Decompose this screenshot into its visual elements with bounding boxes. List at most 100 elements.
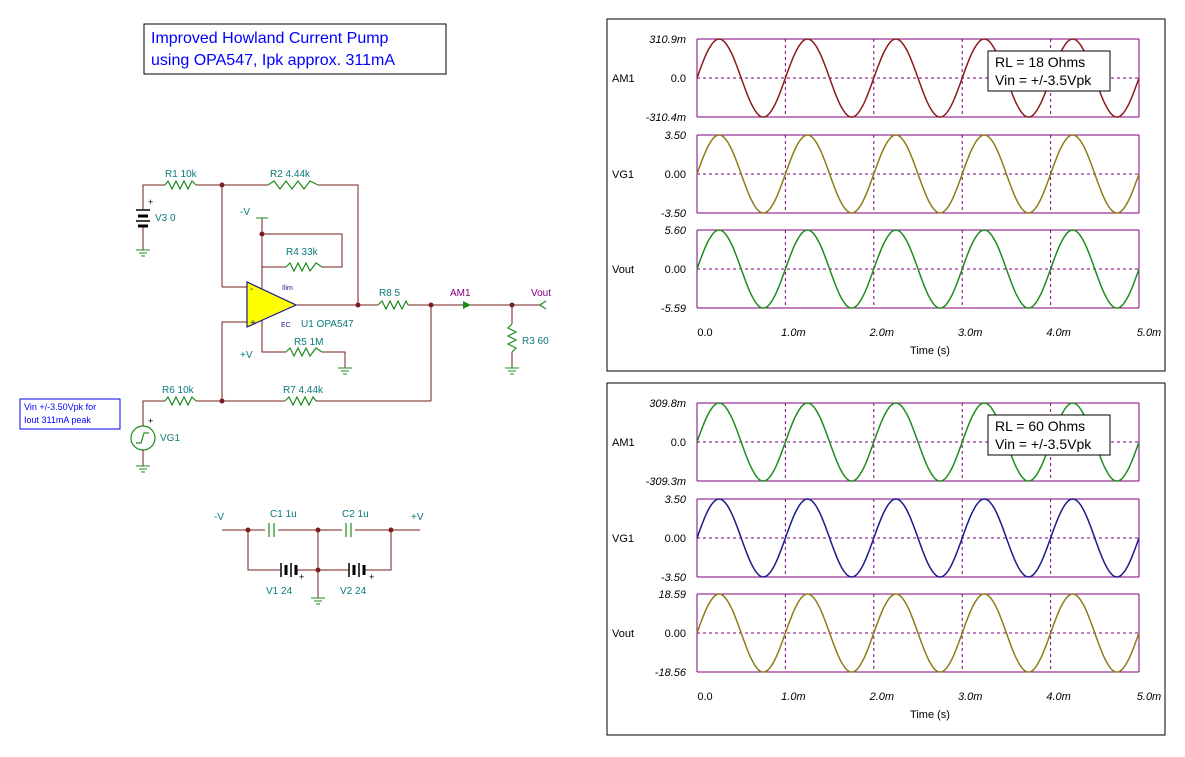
- vg1-plus: +: [148, 416, 153, 426]
- label-r1: R1 10k: [165, 169, 198, 180]
- resistor-r1: [164, 179, 197, 191]
- x-tick-label: 2.0m: [869, 691, 894, 703]
- series-name: VG1: [612, 533, 634, 545]
- v2-plus: +: [369, 572, 374, 582]
- legend-line-1: RL = 60 Ohms: [995, 418, 1085, 434]
- opamp-u1-icon: [246, 281, 298, 328]
- legend-line-2: Vin = +/-3.5Vpk: [995, 72, 1092, 88]
- label-c2: C2 1u: [342, 509, 369, 520]
- legend-line-2: Vin = +/-3.5Vpk: [995, 436, 1092, 452]
- label-pos-v-supply: +V: [411, 512, 424, 523]
- series-line-vout: [696, 229, 1140, 309]
- y-tick-mid: 0.00: [665, 533, 686, 545]
- series-name: VG1: [612, 169, 634, 181]
- x-tick-label: 5.0m: [1137, 327, 1161, 339]
- y-tick-min: -18.56: [655, 667, 687, 679]
- battery-v3-icon: [136, 207, 150, 228]
- legend-box: [987, 50, 1111, 92]
- label-vg1: VG1: [160, 433, 180, 444]
- ec-label: EC: [281, 322, 291, 329]
- x-axis-label: Time (s): [910, 345, 950, 357]
- label-v2: V2 24: [340, 586, 367, 597]
- y-tick-min: -309.3m: [646, 476, 686, 488]
- y-tick-max: 309.8m: [649, 398, 686, 410]
- label-r4: R4 33k: [286, 247, 319, 258]
- x-tick-label: 4.0m: [1046, 327, 1070, 339]
- label-vout: Vout: [531, 288, 551, 299]
- x-tick-label: 0.0: [697, 327, 712, 339]
- label-c1: C1 1u: [270, 509, 297, 520]
- resistor-r5: [285, 346, 323, 358]
- label-neg-v-supply: -V: [214, 512, 224, 523]
- title-line-2: using OPA547, Ipk approx. 311mA: [151, 52, 395, 69]
- x-axis-label: Time (s): [910, 709, 950, 721]
- x-tick-label: 5.0m: [1137, 691, 1161, 703]
- ground-icons: [136, 217, 519, 605]
- label-r8: R8 5: [379, 288, 401, 299]
- x-tick-label: 2.0m: [869, 327, 894, 339]
- label-r2: R2 4.44k: [270, 169, 311, 180]
- vout-terminal-icon: [539, 300, 547, 310]
- resistor-r3: [506, 323, 518, 353]
- label-am1: AM1: [450, 288, 471, 299]
- v1-plus: +: [299, 572, 304, 582]
- supply-batteries: [280, 563, 366, 577]
- label-v3: V3 0: [155, 213, 176, 224]
- y-tick-mid: 0.00: [665, 169, 686, 181]
- wires: [142, 184, 540, 598]
- x-tick-label: 1.0m: [781, 327, 805, 339]
- y-tick-mid: 0.0: [671, 437, 686, 449]
- series-line-vg1: [696, 498, 1140, 578]
- note-box: [19, 398, 121, 430]
- y-tick-max: 5.60: [665, 225, 687, 237]
- series-name: AM1: [612, 437, 635, 449]
- ilim-label: Ilim: [282, 285, 293, 292]
- label-r3: R3 60: [522, 336, 549, 347]
- label-v1: V1 24: [266, 586, 293, 597]
- resistor-r8: [377, 299, 409, 311]
- note-line-2: Iout 311mA peak: [24, 415, 91, 425]
- label-pos-v-bottom: +V: [240, 350, 253, 361]
- y-tick-mid: 0.00: [665, 264, 686, 276]
- junction-dots: [219, 182, 515, 573]
- y-tick-min: -310.4m: [646, 112, 686, 124]
- resistor-r2: [267, 180, 319, 190]
- series-line-vg1: [696, 134, 1140, 214]
- y-tick-min: -3.50: [661, 572, 687, 584]
- label-neg-v-top: -V: [240, 207, 250, 218]
- x-tick-label: 3.0m: [958, 327, 982, 339]
- title-box: [143, 23, 447, 75]
- y-tick-mid: 0.00: [665, 628, 686, 640]
- y-tick-max: 3.50: [665, 494, 687, 506]
- opamp-minus-sign: -: [250, 284, 253, 295]
- v3-plus: +: [148, 197, 153, 207]
- series-line-vout: [696, 593, 1140, 673]
- ammeter-arrow-icon: [463, 301, 471, 309]
- opamp-plus-sign: +: [250, 318, 256, 329]
- series-name: Vout: [612, 628, 634, 640]
- title-line-1: Improved Howland Current Pump: [151, 30, 389, 47]
- capacitors: [268, 523, 352, 537]
- y-tick-max: 3.50: [665, 130, 687, 142]
- y-tick-max: 18.59: [658, 589, 686, 601]
- x-tick-label: 1.0m: [781, 691, 805, 703]
- resistor-r6: [164, 395, 197, 407]
- label-r6: R6 10k: [162, 385, 195, 396]
- legend-box: [987, 414, 1111, 456]
- legend-line-1: RL = 18 Ohms: [995, 54, 1085, 70]
- y-tick-min: -3.50: [661, 208, 687, 220]
- series-name: AM1: [612, 73, 635, 85]
- label-u1: U1 OPA547: [301, 319, 354, 330]
- resistor-r7: [284, 395, 317, 407]
- x-tick-label: 4.0m: [1046, 691, 1070, 703]
- y-tick-mid: 0.0: [671, 73, 686, 85]
- label-r5: R5 1M: [294, 337, 323, 348]
- series-line-am1: [696, 38, 1140, 118]
- y-tick-min: -5.59: [661, 303, 686, 315]
- signal-source-vg1-icon: [130, 420, 156, 457]
- x-tick-label: 3.0m: [958, 691, 982, 703]
- label-r7: R7 4.44k: [283, 385, 324, 396]
